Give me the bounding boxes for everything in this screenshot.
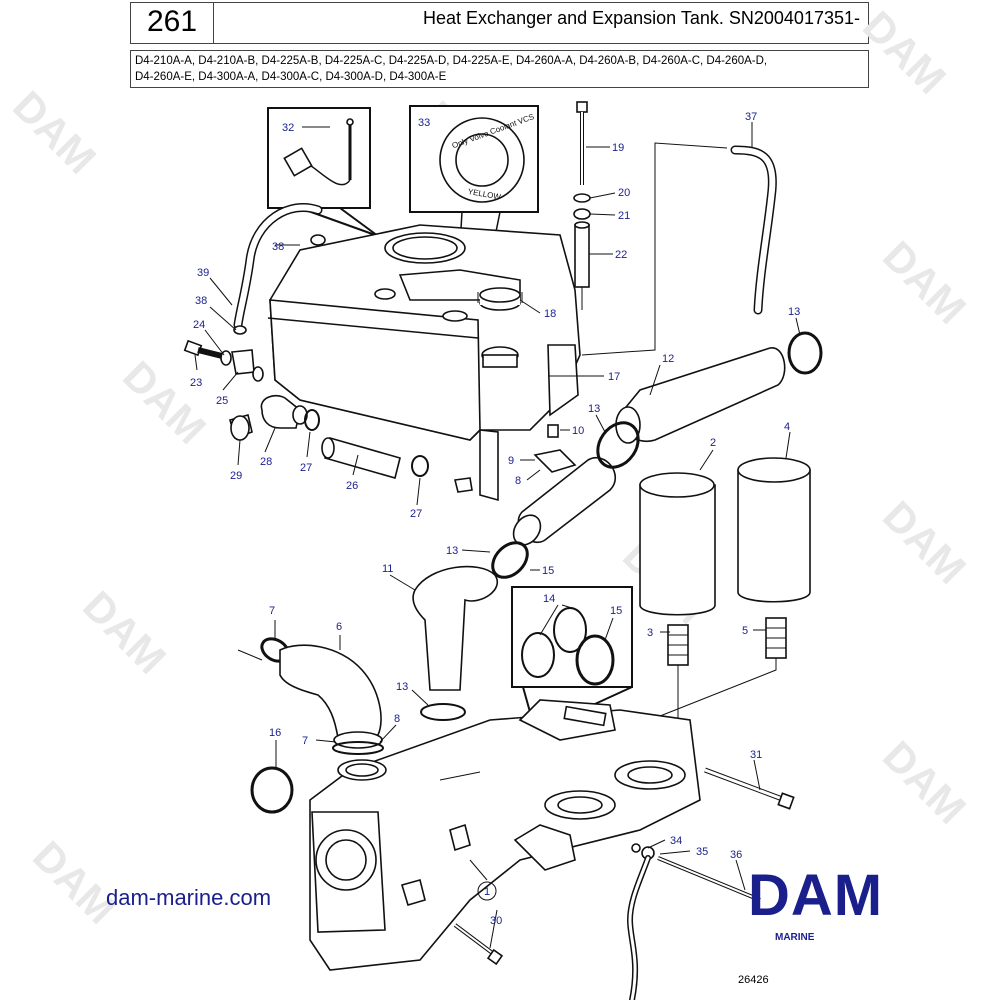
hose-37 bbox=[581, 142, 777, 356]
callout-7: 7 bbox=[269, 605, 275, 617]
callout-11: 11 bbox=[382, 563, 393, 575]
hose-6-assembly bbox=[237, 637, 384, 755]
callout-21: 21 bbox=[618, 210, 630, 222]
expansion-tank bbox=[267, 224, 581, 502]
leader-lines bbox=[194, 122, 801, 949]
models-line-2: D4-260A-E, D4-300A-A, D4-300A-C, D4-300A… bbox=[135, 71, 447, 83]
callout-35: 35 bbox=[696, 846, 708, 858]
hose-12 bbox=[615, 331, 823, 444]
hose-26-assembly bbox=[229, 394, 429, 479]
watermark-text: DAM bbox=[874, 232, 975, 333]
callout-38: 38 bbox=[272, 241, 284, 253]
callout-17: 17 bbox=[608, 371, 620, 383]
hose-11-assembly bbox=[412, 541, 529, 721]
callout-23: 23 bbox=[190, 377, 202, 389]
watermark-text: DAM bbox=[114, 352, 215, 453]
ground-cable-assembly bbox=[626, 843, 761, 1000]
page-title: Heat Exchanger and Expansion Tank. SN200… bbox=[423, 8, 860, 28]
watermark-text: DAM bbox=[4, 82, 105, 183]
callout-18: 18 bbox=[544, 308, 556, 320]
callout-8: 8 bbox=[515, 475, 521, 487]
inset-orings bbox=[511, 586, 633, 721]
callout-15: 15 bbox=[542, 565, 554, 577]
callout-28: 28 bbox=[260, 456, 272, 468]
callout-10: 10 bbox=[572, 425, 584, 437]
bolt-31 bbox=[704, 767, 795, 810]
callout-27: 27 bbox=[410, 508, 422, 520]
watermark-text: DAM bbox=[874, 732, 975, 833]
bolt-30 bbox=[453, 923, 504, 966]
inset-sensor bbox=[267, 107, 379, 237]
models-line-1: D4-210A-A, D4-210A-B, D4-225A-B, D4-225A… bbox=[135, 55, 768, 67]
anode-4 bbox=[649, 457, 811, 745]
callout-25: 25 bbox=[216, 395, 228, 407]
oring-16 bbox=[250, 766, 294, 814]
callout-37: 37 bbox=[745, 111, 757, 123]
callout-33: 33 bbox=[418, 117, 430, 129]
heat-exchanger bbox=[309, 699, 701, 971]
callout-14: 14 bbox=[543, 593, 555, 605]
callout-12: 12 bbox=[662, 353, 674, 365]
hose-39 bbox=[233, 202, 326, 335]
callout-labels: 32 33 19 20 21 22 18 17 37 12 13 13 10 9… bbox=[190, 111, 800, 927]
callout-13: 13 bbox=[788, 306, 800, 318]
callout-9: 9 bbox=[508, 455, 514, 467]
brand-logo-subtext: MARINE bbox=[775, 932, 815, 943]
callout-27: 27 bbox=[300, 462, 312, 474]
website-link[interactable]: dam-marine.com bbox=[106, 885, 272, 910]
watermark-text: DAM bbox=[24, 832, 125, 933]
callout-24: 24 bbox=[193, 319, 205, 331]
callout-15: 15 bbox=[610, 605, 622, 617]
callout-19: 19 bbox=[612, 142, 624, 154]
page-number: 261 bbox=[146, 5, 198, 38]
callout-26: 26 bbox=[346, 480, 358, 492]
callout-30: 30 bbox=[490, 915, 502, 927]
brand-logo: DAM bbox=[748, 863, 884, 928]
callout-36: 36 bbox=[730, 849, 742, 861]
callout-20: 20 bbox=[618, 187, 630, 199]
watermark-text: DAM bbox=[74, 582, 175, 683]
callout-13: 13 bbox=[446, 545, 458, 557]
models-box: D4-210A-A, D4-210A-B, D4-225A-B, D4-225A… bbox=[130, 50, 869, 88]
callout-8: 8 bbox=[394, 713, 400, 725]
callout-2: 2 bbox=[710, 437, 716, 449]
callout-38: 38 bbox=[195, 295, 207, 307]
anode-2 bbox=[639, 472, 716, 745]
callout-22: 22 bbox=[615, 249, 627, 261]
callout-5: 5 bbox=[742, 625, 748, 637]
inset-cap: Only Volvo Coolant VCS YELLOW bbox=[409, 105, 539, 361]
callout-6: 6 bbox=[336, 621, 342, 633]
callout-29: 29 bbox=[230, 470, 242, 482]
pipe-8-assembly bbox=[512, 421, 640, 546]
callout-13: 13 bbox=[396, 681, 408, 693]
banjo-assembly bbox=[183, 339, 264, 382]
callout-39: 39 bbox=[197, 267, 209, 279]
callout-3: 3 bbox=[647, 627, 653, 639]
bolt-assembly bbox=[573, 101, 591, 310]
drawing-number: 26426 bbox=[738, 974, 769, 986]
page-number-box: 261 bbox=[130, 2, 214, 44]
callout-1: 1 bbox=[484, 886, 490, 898]
callout-13: 13 bbox=[588, 403, 600, 415]
title-box: Heat Exchanger and Expansion Tank. SN200… bbox=[214, 2, 869, 44]
watermark-text: DAM bbox=[874, 492, 975, 593]
callout-32: 32 bbox=[282, 122, 294, 134]
callout-7: 7 bbox=[302, 735, 308, 747]
callout-4: 4 bbox=[784, 421, 790, 433]
callout-34: 34 bbox=[670, 835, 682, 847]
callout-16: 16 bbox=[269, 727, 281, 739]
callout-31: 31 bbox=[750, 749, 762, 761]
filler-cap bbox=[477, 287, 523, 311]
watermark-text: DAM bbox=[854, 2, 955, 103]
